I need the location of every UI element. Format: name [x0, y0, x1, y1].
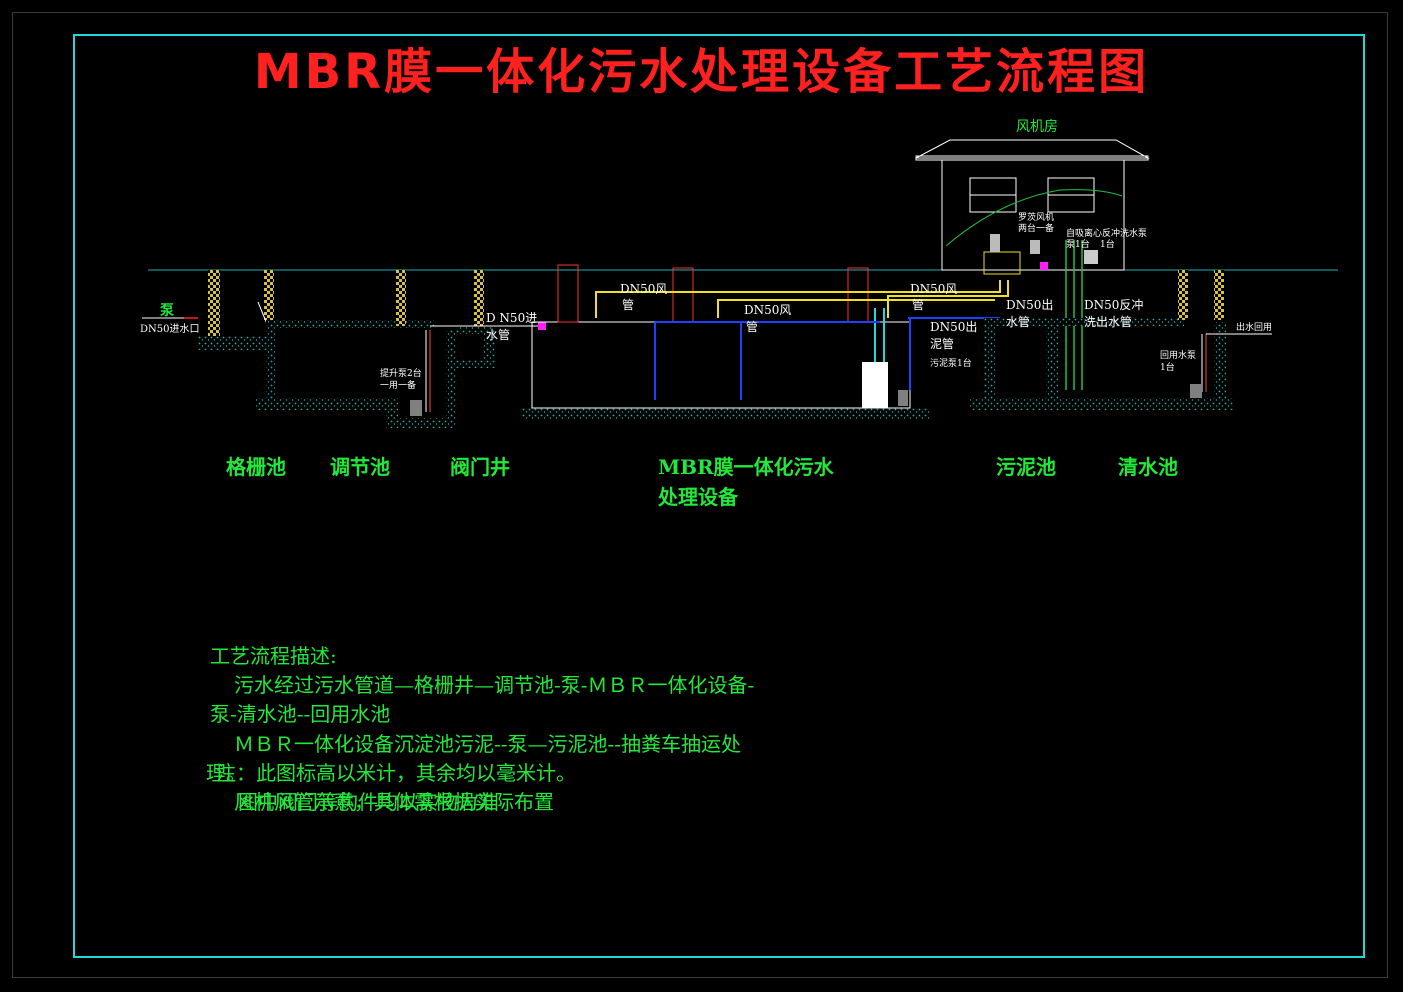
note-line-2: 风机风管示意，具体需根据实际布置 [234, 790, 554, 814]
blower-house-label: 风机房 [1016, 119, 1058, 135]
air-pipe-2-label-1: DN50风 [744, 303, 792, 317]
lift-pump-label-1: 提升泵2台 [380, 369, 422, 379]
grid-tank [142, 270, 276, 350]
note-line-3: 图中阀门等构件均以实物为准 [238, 790, 498, 814]
regulating-tank [256, 270, 456, 428]
backwash-pump-label-3: 1台 [1100, 240, 1115, 250]
backwash-label-1: DN50反冲 [1084, 298, 1144, 312]
drawing-frame [73, 34, 1365, 958]
lift-pump-label-2: 一用一备 [380, 381, 417, 391]
grid-tank-label: 格栅池 [226, 455, 286, 479]
sludge-pipe-label-2: 泥管 [930, 337, 955, 351]
clear-water-tank-label: 清水池 [1118, 455, 1178, 479]
air-pipe-2-label-2: 管 [746, 320, 759, 334]
air-pipe-3-label-1: DN50风 [910, 282, 958, 296]
blower-label-2: 两台一备 [1018, 224, 1055, 234]
outlet-label-2: 水管 [1006, 315, 1031, 329]
dn50-inlet-label-1: D N50进 [486, 311, 538, 325]
inlet-pump-char: 泵 [160, 303, 174, 319]
reuse-pump-label-1: 回用水泵 [1160, 351, 1197, 361]
note-line-1: 注：此图标高以米计，其余均以毫米计。 [216, 761, 576, 785]
description-line-2: 泵-清水池--回用水池 [210, 702, 391, 726]
valve-well-label: 阀门井 [450, 455, 510, 479]
description-line-1: 污水经过污水管道—格栅井—调节池-泵-ＭＢＲ一体化设备- [234, 673, 755, 697]
valve-well [430, 270, 546, 368]
mbr-unit [522, 264, 930, 420]
dn50-inlet-label-2: 水管 [486, 328, 511, 342]
reuse-outlet-label: 出水回用 [1236, 323, 1273, 333]
blower-label-1: 罗茨风机 [1018, 213, 1055, 223]
inlet-label: DN50进水口 [140, 324, 200, 335]
sludge-pump-label: 污泥泵1台 [930, 359, 972, 369]
reuse-pump-label-2: 1台 [1160, 363, 1175, 373]
sludge-tank-label: 污泥池 [996, 455, 1056, 479]
mbr-label-line2: 处理设备 [658, 485, 738, 509]
air-pipe-1-label-2: 管 [622, 298, 635, 312]
description-line-3: ＭＢＲ一体化设备沉淀池污泥--泵—污泥池--抽粪车抽运处 [234, 732, 742, 756]
backwash-pump-label-2: 泵1台 [1066, 240, 1090, 250]
outer-border [12, 12, 1388, 978]
sludge-and-clear-tanks [970, 262, 1272, 410]
air-pipe-1-label-1: DN50风 [620, 282, 668, 296]
air-pipe-3-label-2: 管 [912, 298, 925, 312]
backwash-label-2: 洗出水管 [1084, 315, 1133, 329]
description-line-4: 理。 [206, 761, 246, 785]
mbr-label-line1: MBR膜一体化污水 [658, 455, 834, 479]
blower-house [915, 139, 1150, 390]
description-heading: 工艺流程描述: [210, 644, 337, 668]
air-pipes [595, 280, 1009, 323]
regulating-tank-label: 调节池 [330, 455, 390, 479]
outlet-label-1: DN50出 [1006, 298, 1054, 312]
sludge-pipe-label-1: DN50出 [930, 320, 978, 334]
backwash-pump-label-1: 自吸离心反冲洗水泵 [1066, 229, 1148, 239]
diagram-title: MBR膜一体化污水处理设备工艺流程图 [253, 44, 1150, 100]
